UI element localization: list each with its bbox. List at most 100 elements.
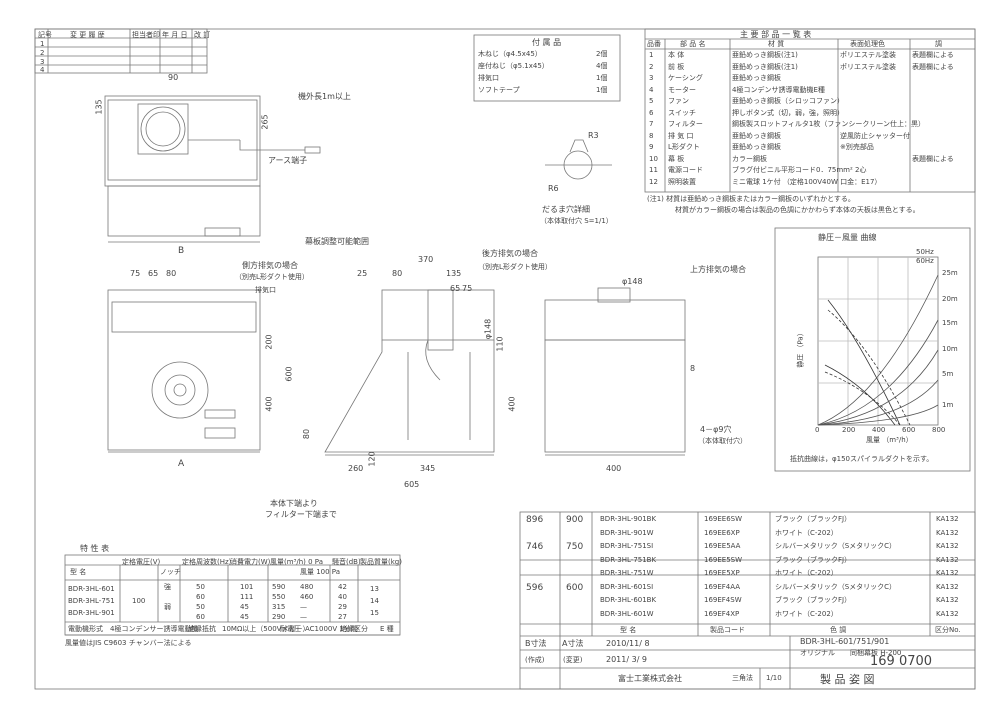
product-cell: 750 <box>566 542 584 552</box>
product-cell: BDR-3HL-751SI <box>600 542 654 550</box>
acc-qty: 2個 <box>596 50 608 58</box>
char-cell: 590 <box>272 583 286 591</box>
legend-50hz: 50Hz <box>916 248 934 256</box>
parts-cell: 排 気 口 <box>668 131 694 140</box>
product-cell: BDR-3HL-601SI <box>600 582 654 591</box>
maku-range: 幕板調整可能範囲 <box>305 237 369 246</box>
product-cell: 169EE5XP <box>704 569 740 577</box>
char-footer: 絶縁区分 <box>340 625 368 633</box>
char-cell: — <box>300 613 307 621</box>
parts-cell: 12 <box>649 177 658 186</box>
char-cell: 40 <box>338 593 347 601</box>
parts-cell: 押しボタン式（切，弱，強，照明） <box>732 108 844 117</box>
duct-1m: 1m <box>942 401 954 409</box>
dim-25: 25 <box>357 269 368 278</box>
parts-cell: 2 <box>649 62 654 71</box>
product-cell: KA132 <box>936 582 959 591</box>
chart-title: 静圧－風量 曲線 <box>818 233 877 242</box>
parts-cell: L形ダクト <box>668 143 700 151</box>
product-cell: KA132 <box>936 528 959 537</box>
parts-cell: 7 <box>649 120 654 128</box>
char-header: 騒音(dB) <box>332 558 361 566</box>
dim-65b: 65 <box>450 284 461 293</box>
char-footer: 電動機形式 <box>68 625 103 633</box>
duct-15m: 15m <box>942 319 958 327</box>
parts-cell: ※別売部品 <box>840 143 874 151</box>
char-cell: 27 <box>338 613 347 621</box>
drawing-number: 169 0700 <box>870 654 933 669</box>
char-cell: — <box>300 603 307 611</box>
parts-cell: 亜鉛めっき鋼板 <box>732 143 781 151</box>
char-cell: 45 <box>240 613 249 621</box>
dim-265: 265 <box>260 114 270 130</box>
char-weight: 13 <box>370 585 379 593</box>
char-cell: 290 <box>272 613 286 621</box>
parts-cell: 表題欄による <box>912 51 954 59</box>
product-cell: 596 <box>526 582 544 593</box>
product-cell: BDR-3HL-901BK <box>600 515 657 523</box>
dim-80c: 80 <box>302 428 312 440</box>
dim-120: 120 <box>367 451 377 467</box>
char-cell: 29 <box>338 603 347 611</box>
filter-note-1: 本体下端より <box>270 499 318 508</box>
prod-header: 型 名 <box>620 626 637 634</box>
char-header: ノッチ <box>160 568 181 576</box>
parts-cell: 5 <box>649 97 654 105</box>
rear-duct-label: （別売L形ダクト使用） <box>478 263 552 271</box>
x-tick: 200 <box>842 426 856 434</box>
product-cell: 169EE6XP <box>704 528 740 537</box>
product-cell: 746 <box>526 542 544 552</box>
product-cell: ホワイト（C-202） <box>775 609 838 618</box>
parts-cell: ファン <box>668 97 689 105</box>
side-duct-label: （別売L形ダクト使用） <box>235 273 309 281</box>
prod-header: 区分No. <box>935 626 961 634</box>
char-model: BDR-3HL-901 <box>68 609 115 617</box>
parts-cell: ケーシング <box>668 74 703 82</box>
char-model: BDR-3HL-751 <box>68 597 115 605</box>
product-cell: 600 <box>566 582 584 593</box>
char-header: 風量(m³/h) 0 Pa <box>270 558 323 566</box>
dim-345: 345 <box>420 464 436 473</box>
parts-cell: 照明装置 <box>668 177 696 186</box>
parts-cell: 逆風防止シャッター付 <box>840 131 910 140</box>
title-series: 同梱幕板 H-200 <box>850 649 902 657</box>
revised-label: (変更) <box>563 656 583 664</box>
product-cell: 900 <box>566 515 584 525</box>
parts-cell: 亜鉛めっき鋼板 <box>732 74 781 82</box>
acc-qty: 1個 <box>596 86 608 94</box>
product-cell: KA132 <box>936 569 959 577</box>
product-cell: BDR-3HL-601BK <box>600 596 657 604</box>
char-footer: 絶縁抵抗 <box>188 625 216 633</box>
dim-B: B <box>178 246 185 256</box>
cord-length: 機外長1m以上 <box>298 92 351 101</box>
char-footer: 耐電圧 <box>280 625 301 633</box>
product-cell: 169EF4SW <box>704 596 742 604</box>
acc-item: 座付ねじ（φ5.1x45） <box>478 62 549 70</box>
dim-135: 135 <box>94 99 104 115</box>
parts-cell: 8 <box>649 131 654 140</box>
product-cell: KA132 <box>936 542 959 550</box>
chart-xlabel: 風量 （m³/h） <box>866 436 913 444</box>
char-model: BDR-3HL-601 <box>68 585 115 593</box>
char-note: 風量値はJIS C9603 チャンバー法による <box>65 639 192 647</box>
doc-type: 製 品 姿 図 <box>820 673 875 686</box>
parts-cell: ポリエステル塗装 <box>840 62 896 71</box>
rev-mark: 1 <box>40 40 45 48</box>
product-cell: BDR-3HL-601W <box>600 609 654 618</box>
rev-mark: 4 <box>40 66 45 74</box>
dim-605: 605 <box>404 480 420 489</box>
char-footer: AC1000V 1分間 <box>305 625 358 633</box>
parts-header: 調 <box>935 40 942 48</box>
char-footer: E 種 <box>380 625 394 633</box>
parts-cell: 表題欄による <box>912 154 954 163</box>
dim-110: 110 <box>495 336 505 352</box>
duct-25m: 25m <box>942 269 958 277</box>
duct-5m: 5m <box>942 370 954 378</box>
created-date: 2010/11/ 8 <box>606 639 650 648</box>
product-cell: 169EF4AA <box>704 582 741 591</box>
prod-header: 製品コード <box>710 626 745 634</box>
product-cell: ブラック（ブラックFJ） <box>775 555 852 564</box>
top-exhaust-label: 上方排気の場合 <box>690 265 746 274</box>
dim-75: 75 <box>130 269 141 278</box>
